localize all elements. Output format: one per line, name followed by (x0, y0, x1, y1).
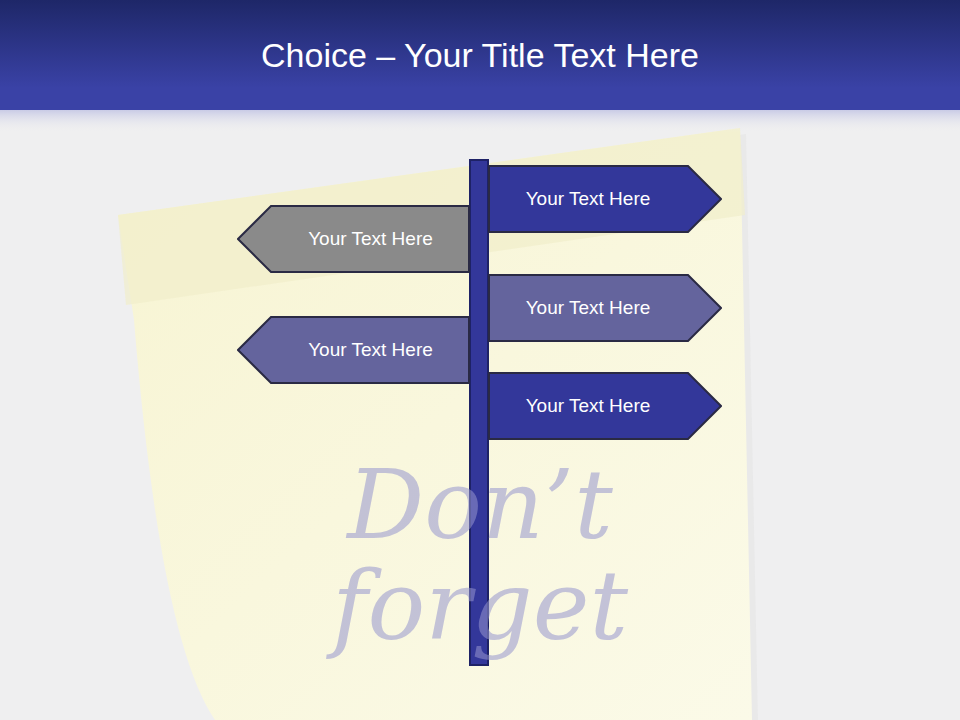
signpost-arrow: Your Text Here (488, 274, 722, 342)
handwritten-watermark: Don’t forget (220, 455, 740, 657)
sign-text: Your Text Here (271, 205, 470, 273)
sign-text: Your Text Here (488, 274, 688, 342)
sign-text: Your Text Here (271, 316, 470, 384)
slide-title: Choice – Your Title Text Here (261, 36, 699, 75)
header: Choice – Your Title Text Here (0, 0, 960, 110)
signpost-arrow: Your Text Here (237, 205, 470, 273)
signpost-arrow: Your Text Here (488, 165, 722, 233)
sign-text: Your Text Here (488, 372, 688, 440)
sign-text: Your Text Here (488, 165, 688, 233)
signpost-arrow: Your Text Here (488, 372, 722, 440)
header-band (0, 0, 960, 110)
signpost-arrow: Your Text Here (237, 316, 470, 384)
sticky-note (118, 128, 752, 720)
